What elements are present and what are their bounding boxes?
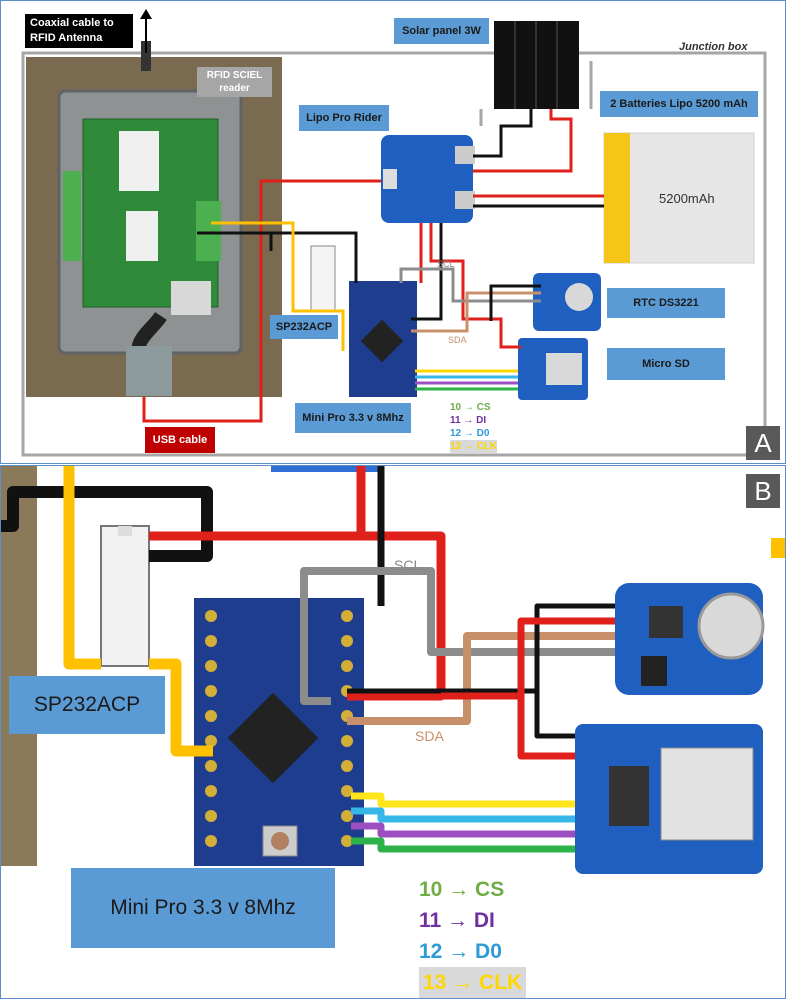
pin-legend-d0: 12 → D0 [450,428,490,439]
scl-label-a: SCL [437,259,455,269]
rfid-reader-label: RFID SCIEL reader [197,67,272,97]
pin-legend-b-cs: 10 → CS [419,878,505,901]
usb-cable-label: USB cable [145,427,215,453]
pin-legend-a: 10 → CS 11 → DI 12 → D0 13 → CLK [450,401,498,453]
panel-a: Coaxial cable to RFID Antenna RFID SCIEL… [0,0,786,464]
panel-a-wiring [21,9,767,457]
pin-legend-clk: 13 → CLK [450,440,498,453]
pin-legend-di: 11 → DI [450,415,487,426]
rfid-sticker-2 [126,211,158,261]
panel-letter-a: A [746,426,780,460]
rfid-photo-edge [1,466,37,866]
pin-legend-b: 10 → CS 11 → DI 12 → D0 13 → CLK [419,874,527,998]
rfid-gland [126,346,172,396]
scl-label-b: SCL [394,557,422,573]
minipro-label-a: Mini Pro 3.3 v 8Mhz [295,403,411,433]
battery-capacity: 5200mAh [659,191,715,206]
pin-legend-b-clk: 13 → CLK [419,967,527,998]
panel-b-wiring [1,466,785,874]
junction-box-label: Junction box [679,41,748,53]
sp232-chip-a [310,245,336,311]
panel-letter-b: B [746,474,780,508]
sda-label-a: SDA [448,335,467,345]
rfid-usb-port [171,281,211,315]
junction-box-outline [21,51,767,457]
pin-legend-b-d0: 12 → D0 [419,940,502,963]
rfid-terminal-right [196,201,221,261]
sda-label-b: SDA [415,728,444,744]
lipo-rider-label: Lipo Pro Rider [299,105,389,131]
sp232-label-b: SP232ACP [9,676,165,734]
coax-cable [141,41,151,71]
pin-legend-cs: 10 → CS [450,402,491,413]
solar-panel-label: Solar panel 3W [394,18,489,44]
rfid-terminal-left [63,171,81,261]
antenna-label: Coaxial cable to RFID Antenna [25,14,133,48]
pin-legend-b-di: 11 → DI [419,909,495,932]
batteries-label: 2 Batteries Lipo 5200 mAh [600,91,758,117]
sd-label: Micro SD [607,348,725,380]
sp232-chip-b [100,525,150,667]
rtc-label: RTC DS3221 [607,288,725,318]
sp232-label-a: SP232ACP [270,315,338,339]
battery-band [604,133,630,263]
rfid-sticker-1 [119,131,159,191]
lipo-rider-board [381,135,473,223]
panel-b: SCL SDA SP232ACP Mini Pro 3.3 v 8Mhz 10 … [0,465,786,999]
minipro-label-b: Mini Pro 3.3 v 8Mhz [71,868,335,948]
